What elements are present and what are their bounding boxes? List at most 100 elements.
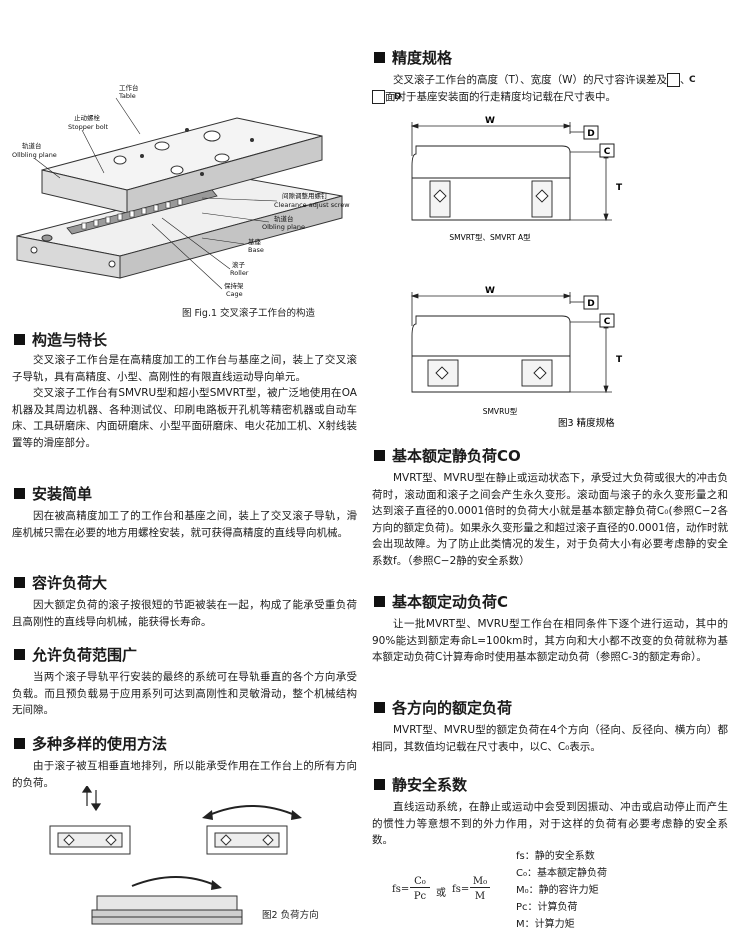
- safety-formula-block: fs= C₀ Pc 或 fs= M₀ M fs：静的安全系数 C₀：基本额定静负…: [372, 848, 728, 943]
- safety-paragraph: 直线运动系统，在静止或运动中会受到因振动、冲击或启动停止而产生的惯性力等意想不到…: [372, 801, 728, 846]
- label-cage-cn: 保持架: [224, 281, 244, 290]
- model-b-label: SMVRU型: [483, 407, 518, 416]
- section-range-heading: 允许负荷范围广: [12, 645, 357, 664]
- section-dynamic-load-title: 基本额定动负荷C: [392, 592, 509, 611]
- legend-item: M：计算力矩: [516, 919, 575, 930]
- dim-t-label-b: T: [616, 355, 623, 365]
- label-roller-cn: 滚子: [232, 260, 246, 269]
- section-load-title: 容许负荷大: [32, 573, 108, 592]
- section-usage-title: 多种多样的使用方法: [32, 734, 168, 753]
- section-load: 容许负荷大 因大额定负荷的滚子按很短的节距被装在一起，构成了能承受重负荷且高刚性…: [12, 573, 357, 630]
- bullet-square-icon: [374, 51, 385, 63]
- section-static-load-title: 基本额定静负荷CO: [392, 446, 521, 465]
- section-structure-heading: 构造与特长: [12, 330, 357, 349]
- legend-item: C₀：基本额定静负荷: [516, 868, 607, 879]
- dim-w-label-b: W: [485, 286, 495, 296]
- label-clearance-cn: 间隙调整用螺钉: [282, 191, 328, 200]
- formula-m: M: [474, 891, 486, 902]
- formula-lhs-2: fs=: [452, 884, 470, 895]
- section-usage-heading: 多种多样的使用方法: [12, 734, 357, 753]
- section-accuracy-title: 精度规格: [392, 48, 453, 67]
- section-static-load: 基本额定静负荷CO MVRT型、MVRU型在静止或运动状态下，承受过大负荷或很大…: [372, 446, 728, 569]
- section-dynamic-load: 基本额定动负荷C 让一批MVRT型、MVRU型工作台在相同条件下逐个进行运动，其…: [372, 592, 728, 666]
- accuracy-text-a: 交叉滚子工作台的高度（T）、宽度（W）的尺寸容许误差及: [393, 74, 668, 86]
- section-load-heading: 容许负荷大: [12, 573, 357, 592]
- section-install: 安装简单 因在被高精度加工了的工作台和基座之间，装上了交叉滚子导轨，滑座机械只需…: [12, 484, 357, 541]
- formula-lhs-1: fs=: [392, 884, 410, 895]
- reference-c-box: C: [667, 73, 696, 87]
- section-safety-title: 静安全系数: [392, 775, 468, 794]
- formula-m0: M₀: [470, 876, 490, 888]
- fig2-caption: 图2 负荷方向: [262, 910, 319, 921]
- section-directions-heading: 各方向的额定负荷: [372, 698, 728, 717]
- label-base-en: Base: [248, 246, 264, 254]
- label-base-cn: 基座: [248, 237, 262, 246]
- bullet-square-icon: [14, 576, 25, 588]
- label-table-cn: 工作台: [119, 83, 139, 92]
- section-range: 允许负荷范围广 当两个滚子导轨平行安装的最终的系统可在导轨垂直的各个方向承受负载…: [12, 645, 357, 719]
- usage-paragraph: 由于滚子被互相垂直地排列，所以能承受作用在工作台上的所有方向的负荷。: [12, 760, 357, 789]
- section-safety: 静安全系数 直线运动系统，在静止或运动中会受到因振动、冲击或启动停止而产生的惯性…: [372, 775, 728, 849]
- accuracy-text-b: 、: [680, 74, 691, 86]
- formula-legend: fs：静的安全系数 C₀：基本额定静负荷 M₀：静的容许力矩 Pc：计算负荷 M…: [516, 848, 607, 933]
- section-install-title: 安装简单: [32, 484, 93, 503]
- section-range-title: 允许负荷范围广: [32, 645, 138, 664]
- bullet-square-icon: [14, 333, 25, 345]
- section-directions-title: 各方向的额定负荷: [392, 698, 513, 717]
- legend-item: M₀：静的容许力矩: [516, 885, 599, 896]
- bullet-square-icon: [14, 737, 25, 749]
- label-rail-bot-en: Olbling plane: [262, 223, 305, 231]
- dynamic-load-paragraph: 让一批MVRT型、MVRU型工作台在相同条件下逐个进行运动，其中的90%能达到额…: [372, 618, 728, 663]
- section-directions: 各方向的额定负荷 MVRT型、MVRU型的额定负荷在4个方向（径向、反径向、横方…: [372, 698, 728, 755]
- load-paragraph: 因大额定负荷的滚子按很短的节距被装在一起，构成了能承受重负荷且高刚性的直线导向机…: [12, 599, 357, 628]
- bullet-square-icon: [374, 449, 385, 461]
- fig3-caption: 图3 精度规格: [558, 417, 615, 429]
- legend-item: fs：静的安全系数: [516, 851, 595, 862]
- accuracy-text-c: 面对于基座安装面的行走精度均记载在尺寸表中。: [385, 90, 616, 103]
- bullet-square-icon: [374, 595, 385, 607]
- ref-d-label: D: [587, 129, 594, 139]
- label-stopper-cn: 止动螺栓: [74, 113, 101, 122]
- fig2-load-direction-drawing: [49, 786, 302, 925]
- formula-or: 或: [436, 888, 446, 899]
- ref-d-label-b: D: [587, 299, 594, 309]
- legend-item: Pc：计算负荷: [516, 902, 578, 913]
- label-rail-top-cn: 轨道台: [22, 141, 42, 150]
- bullet-square-icon: [374, 701, 385, 713]
- fig3-smvru-drawing: D C W T SMVRU型 图3 精度规格: [410, 286, 623, 429]
- reference-d-box: D: [372, 89, 401, 104]
- formula-pc: Pc: [413, 891, 427, 902]
- ref-c-label-b: C: [604, 317, 611, 327]
- section-accuracy-heading: 精度规格: [372, 48, 728, 67]
- bullet-square-icon: [14, 487, 25, 499]
- cross-roller-table-drawing: 工作台 Table 止动螺栓 Stopper bolt 轨道台 Ollbling…: [12, 83, 350, 298]
- section-structure-title: 构造与特长: [32, 330, 108, 349]
- static-load-paragraph: MVRT型、MVRU型在静止或运动状态下，承受过大负荷或很大的冲击负荷时，滚动面…: [372, 472, 728, 567]
- fig3-smvrt-drawing: D C W T SMVRT型、SMVRT A型: [410, 116, 623, 242]
- label-stopper-en: Stopper bolt: [68, 123, 109, 131]
- structure-paragraph-1: 交叉滚子工作台是在高精度加工的工作台与基座之间，装上了交叉滚子导轨，具有高精度、…: [12, 354, 357, 383]
- ref-c-label: C: [604, 147, 611, 157]
- label-table-en: Table: [118, 92, 136, 100]
- install-paragraph: 因在被高精度加工了的工作台和基座之间，装上了交叉滚子导轨，滑座机械只需在必要的地…: [12, 510, 357, 539]
- section-usage: 多种多样的使用方法 由于滚子被互相垂直地排列，所以能承受作用在工作台上的所有方向…: [12, 734, 357, 791]
- label-clearance-en: Clearance adjust screw: [274, 201, 350, 209]
- label-cage-en: Cage: [226, 290, 243, 298]
- section-safety-heading: 静安全系数: [372, 775, 728, 794]
- label-rail-bot-cn: 轨道台: [274, 214, 294, 223]
- label-rail-top-en: Ollbling plane: [12, 151, 57, 159]
- bullet-square-icon: [374, 778, 385, 790]
- fig1-caption: 图 Fig.1 交叉滚子工作台的构造: [182, 308, 316, 319]
- label-roller-en: Roller: [230, 269, 249, 277]
- bullet-square-icon: [14, 648, 25, 660]
- section-install-heading: 安装简单: [12, 484, 357, 503]
- formula-c0: C₀: [410, 876, 430, 888]
- section-dynamic-load-heading: 基本额定动负荷C: [372, 592, 728, 611]
- fig1-structure-figure: 工作台 Table 止动螺栓 Stopper bolt 轨道台 Ollbling…: [12, 78, 357, 319]
- range-paragraph: 当两个滚子导轨平行安装的最终的系统可在导轨垂直的各个方向承受负载。而且预负载易于…: [12, 671, 357, 716]
- directions-paragraph: MVRT型、MVRU型的额定负荷在4个方向（径向、反径向、横方向）都相同，其数值…: [372, 724, 728, 753]
- section-structure: 构造与特长 交叉滚子工作台是在高精度加工的工作台与基座之间，装上了交叉滚子导轨，…: [12, 330, 357, 451]
- model-a-label: SMVRT型、SMVRT A型: [449, 233, 531, 242]
- section-static-load-heading: 基本额定静负荷CO: [372, 446, 728, 465]
